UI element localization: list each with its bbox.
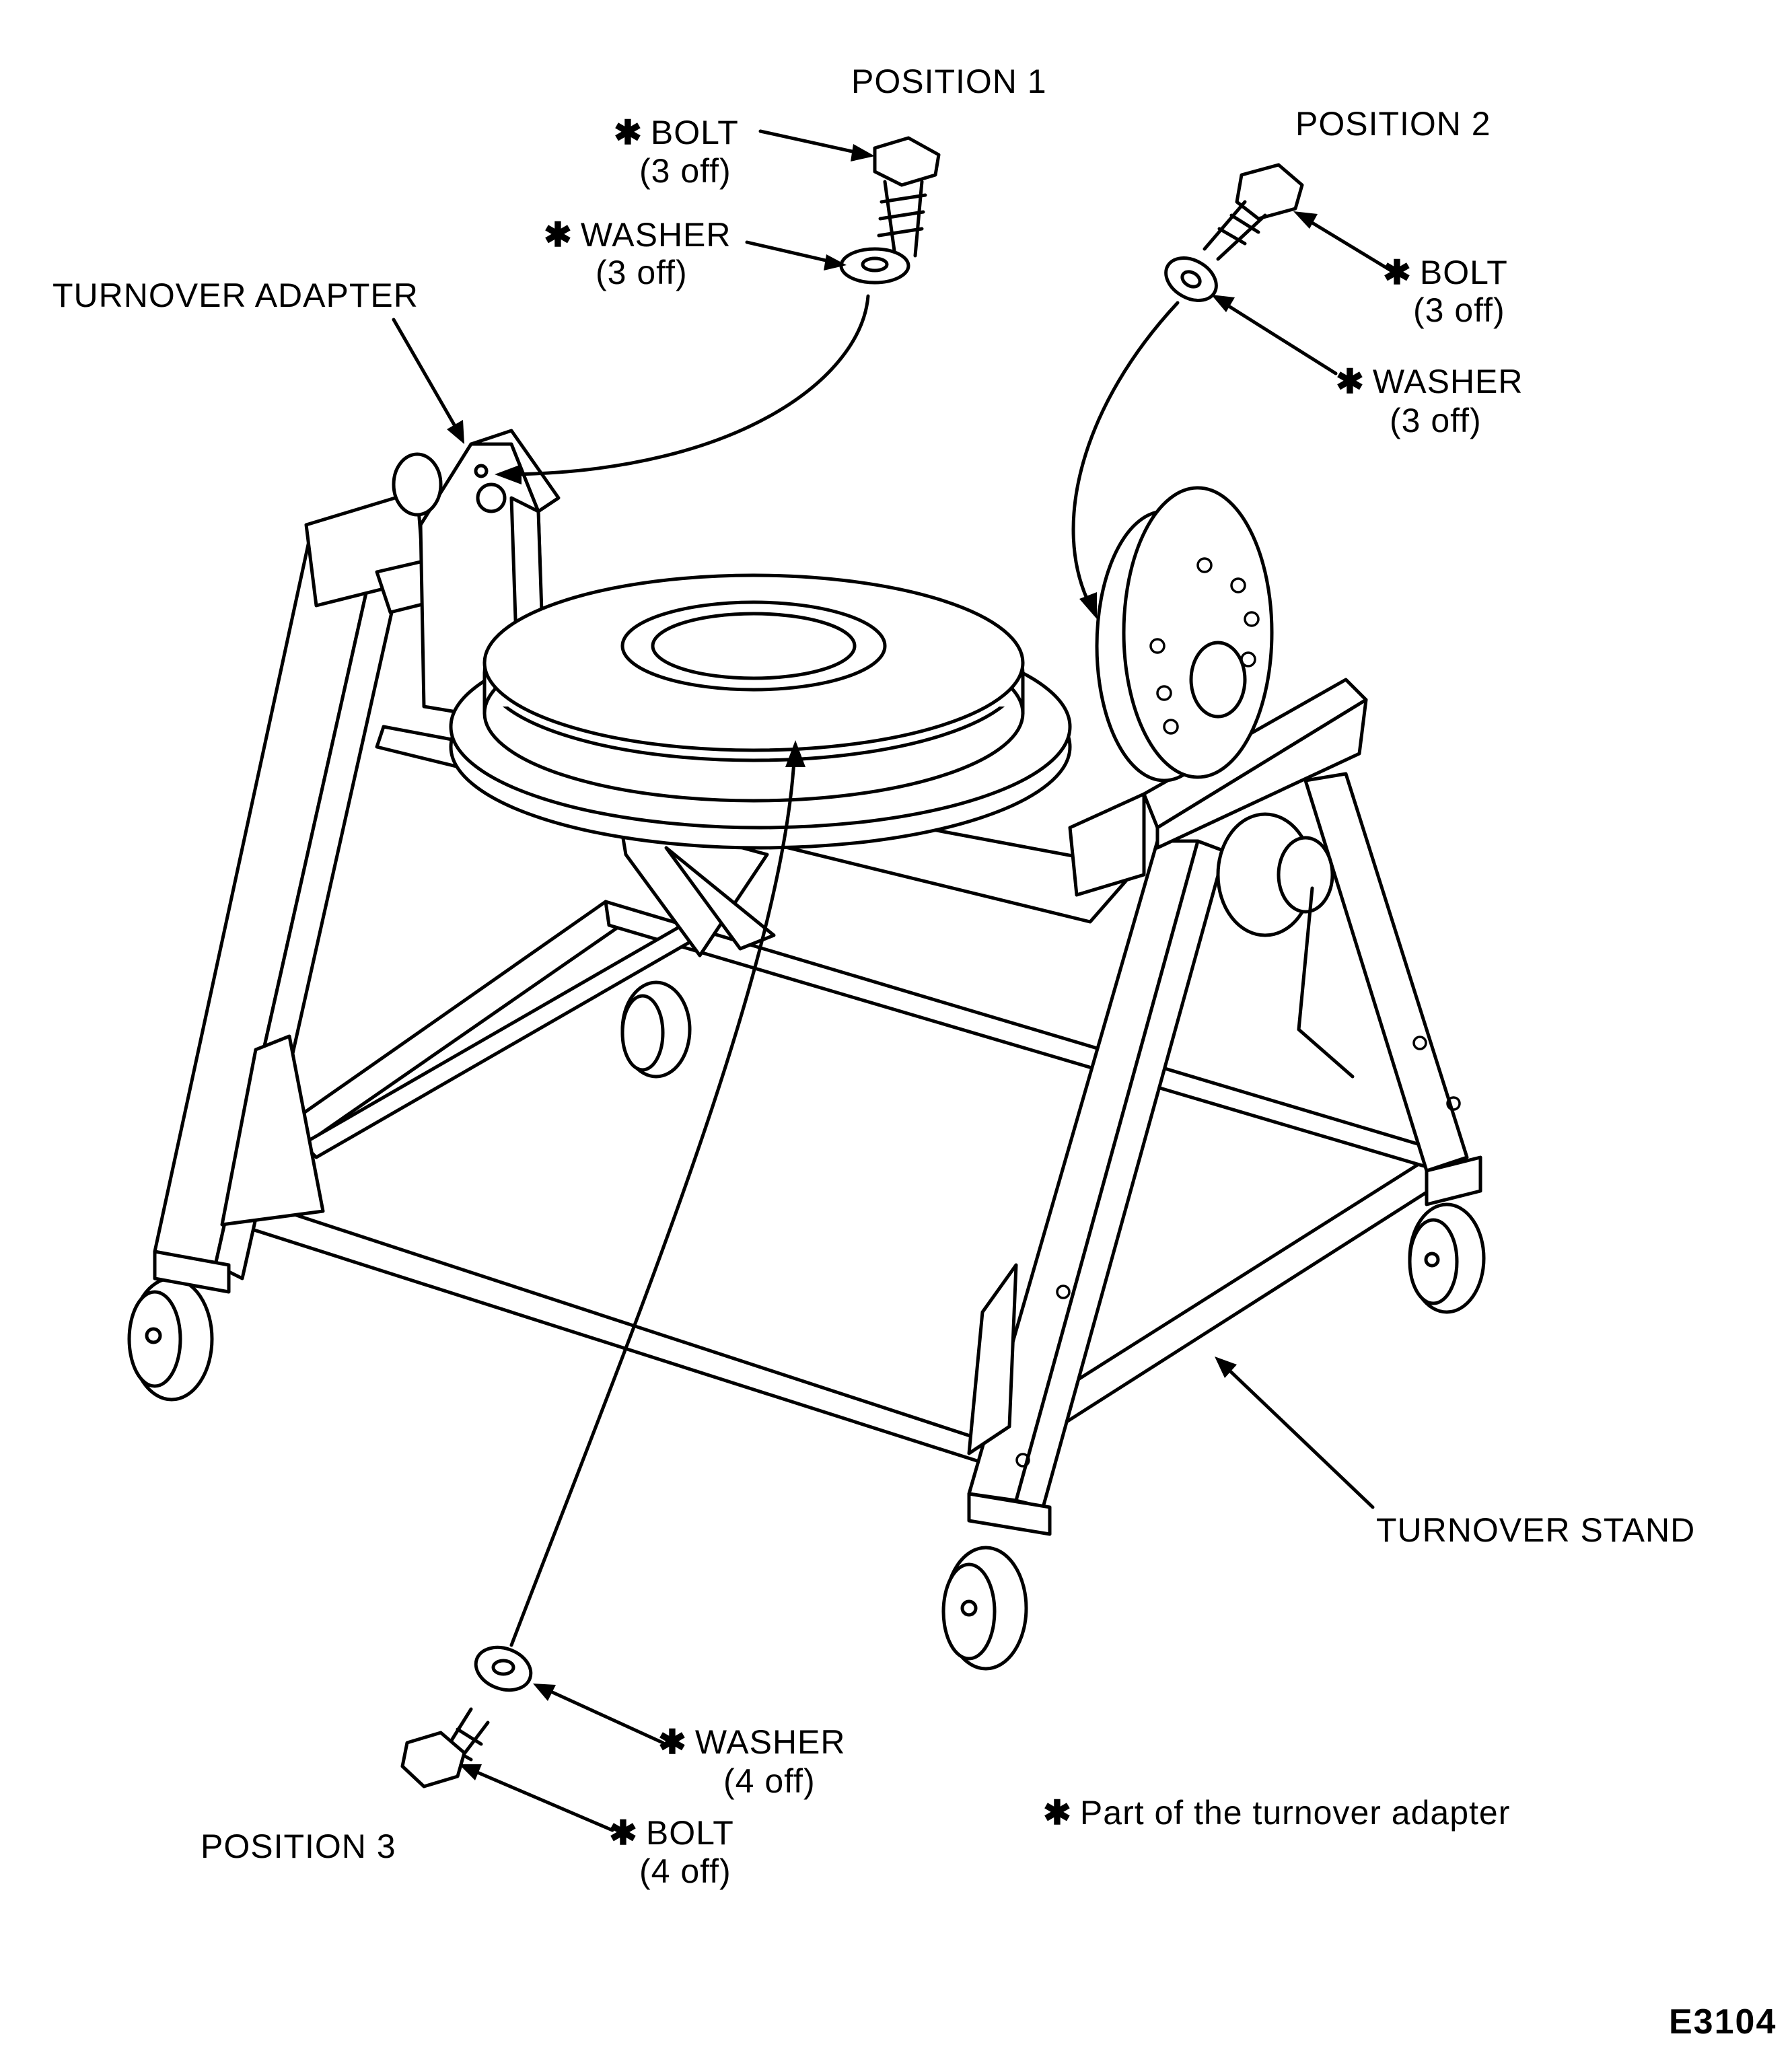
p1-washer-label: WASHER	[580, 216, 731, 254]
p1-washer-callout: ✱WASHER	[544, 215, 731, 254]
stand-frame	[127, 489, 1486, 1671]
asterisk-icon: ✱	[1043, 1794, 1072, 1832]
p3-washer-label: WASHER	[694, 1723, 846, 1761]
figure-id: E3104	[1669, 2002, 1777, 2041]
p1-washer-qty: (3 off)	[596, 254, 688, 291]
p2-bolt-label: BOLT	[1419, 254, 1508, 291]
p3-washer-callout: ✱WASHER	[658, 1723, 846, 1762]
asterisk-icon: ✱	[614, 114, 643, 151]
position-1-fasteners	[839, 136, 941, 285]
turnover-adapter-assembly	[375, 429, 1355, 1079]
p3-washer-qty: (4 off)	[723, 1762, 816, 1800]
position-3-label: POSITION 3	[201, 1828, 396, 1865]
p1-bolt-callout: ✱BOLT	[614, 113, 739, 152]
legend-note-text: Part of the turnover adapter	[1079, 1794, 1511, 1832]
p3-bolt-qty: (4 off)	[639, 1852, 731, 1890]
p2-washer-label: WASHER	[1372, 363, 1524, 400]
p3-bolt-label: BOLT	[645, 1814, 734, 1852]
legend-note: ✱Part of the turnover adapter	[1043, 1793, 1510, 1832]
p2-washer-callout: ✱WASHER	[1336, 362, 1524, 401]
p2-washer-qty: (3 off)	[1390, 402, 1482, 439]
position-2-label: POSITION 2	[1295, 105, 1491, 143]
position-3-fasteners	[400, 1645, 533, 1788]
p1-bolt-qty: (3 off)	[639, 152, 731, 190]
p2-bolt-callout: ✱BOLT	[1383, 253, 1508, 292]
asterisk-icon: ✱	[658, 1723, 687, 1761]
turnover-adapter-label: TURNOVER ADAPTER	[52, 277, 419, 314]
position-1-label: POSITION 1	[851, 63, 1047, 100]
p3-bolt-callout: ✱BOLT	[609, 1813, 734, 1852]
position-2-fasteners	[1164, 163, 1304, 302]
asterisk-icon: ✱	[1336, 363, 1365, 400]
asterisk-icon: ✱	[609, 1814, 638, 1852]
turnover-stand-label: TURNOVER STAND	[1376, 1511, 1696, 1549]
p2-bolt-qty: (3 off)	[1413, 291, 1505, 329]
asterisk-icon: ✱	[1383, 254, 1412, 291]
leader-lines	[392, 129, 1402, 1832]
asterisk-icon: ✱	[544, 216, 573, 254]
p1-bolt-label: BOLT	[650, 114, 739, 151]
